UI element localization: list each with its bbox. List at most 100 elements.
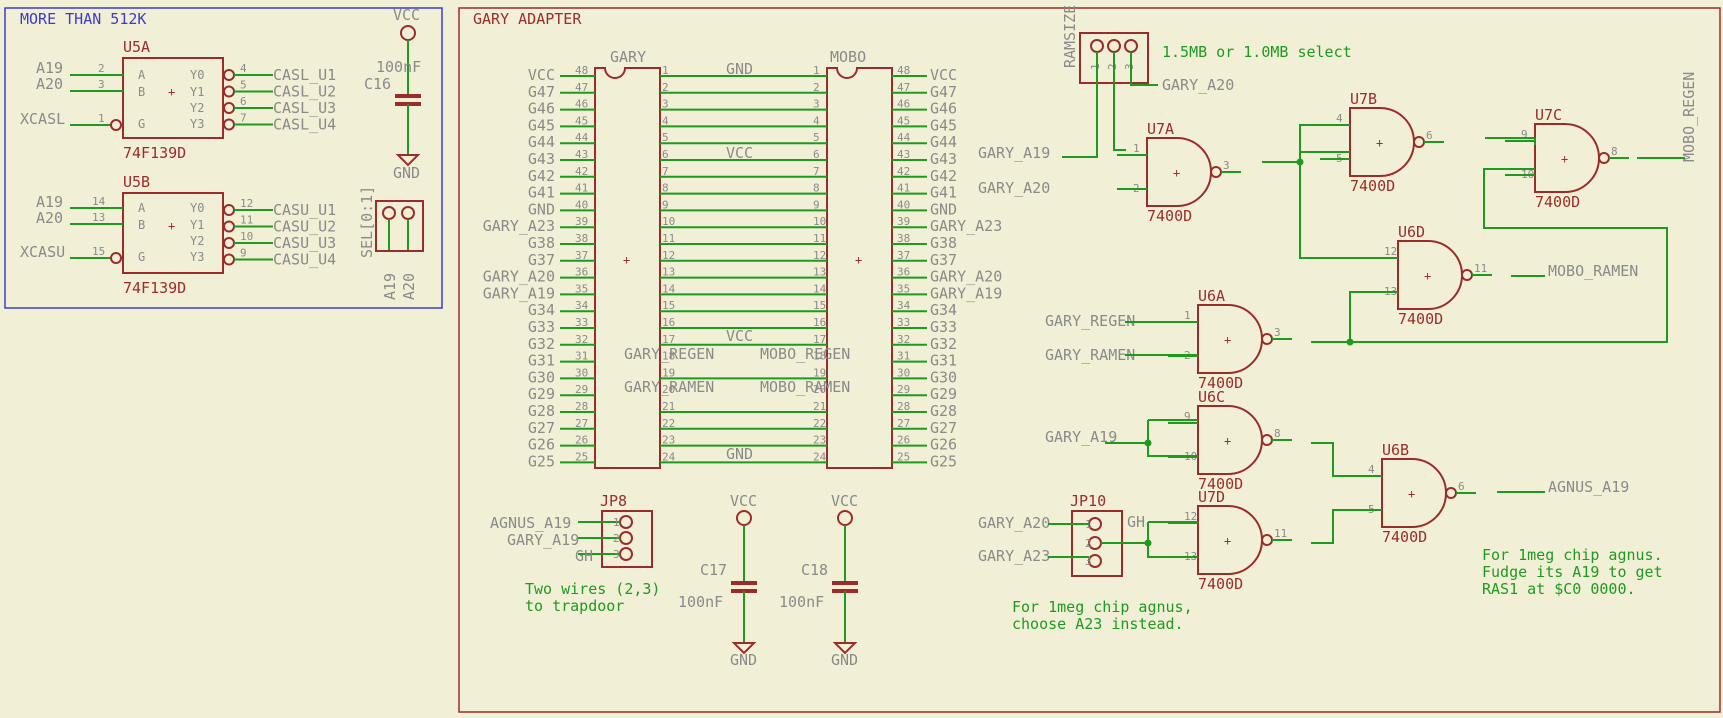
svg-text:22: 22 [813,417,826,430]
svg-text:20: 20 [813,383,826,396]
svg-text:13: 13 [813,266,826,279]
svg-text:A: A [138,201,146,215]
c18-name: C18 [801,561,828,579]
c16-name: C16 [364,75,391,93]
mobo-pin-net: G45 [930,116,957,134]
mobo-pin-net: G38 [930,234,957,252]
svg-text:+: + [168,219,175,233]
note-ramsize: 1.5MB or 1.0MB select [1162,43,1352,61]
svg-text:11: 11 [1474,262,1487,275]
svg-text:29: 29 [897,383,910,396]
svg-text:Y1: Y1 [190,218,204,232]
svg-text:1: 1 [98,112,105,125]
svg-text:7: 7 [662,165,669,178]
svg-text:25: 25 [897,450,910,463]
svg-text:34: 34 [575,299,589,312]
svg-text:15: 15 [662,299,675,312]
svg-text:1: 1 [1133,142,1140,155]
svg-text:18: 18 [813,350,826,363]
svg-text:23: 23 [662,434,675,447]
mobo-pin-net: G32 [930,335,957,353]
svg-text:12: 12 [662,249,675,262]
svg-text:Y3: Y3 [190,117,204,131]
svg-text:46: 46 [575,98,588,111]
decoder-output-net: CASL_U2 [273,83,336,101]
svg-text:9: 9 [240,247,247,260]
svg-text:42: 42 [575,165,588,178]
svg-text:8: 8 [1611,145,1618,158]
mobo-pin-net: G27 [930,419,957,437]
svg-text:+: + [1224,434,1231,448]
mobo-pin-net: G41 [930,184,957,202]
gary-pin-net: G27 [528,419,555,437]
gary-pin-net: G46 [528,100,555,118]
svg-text:+: + [855,253,862,267]
jp8-net-gary-a19: GARY_A19 [507,531,579,549]
svg-text:2: 2 [1085,537,1092,550]
svg-text:6: 6 [240,95,247,108]
svg-text:6: 6 [1426,129,1433,142]
svg-text:31: 31 [575,350,588,363]
svg-text:+: + [1224,333,1231,347]
svg-text:Y2: Y2 [190,101,204,115]
jp8-net-gh: GH [575,547,593,565]
decoder-output-net: CASU_U4 [273,251,336,269]
svg-text:8: 8 [662,182,669,195]
mobo-pin-net: G43 [930,150,957,168]
svg-text:G: G [138,250,145,264]
jumper-ramsize: RAMSIZE 1 2 3 1.5MB or 1.0MB select GARY… [1061,5,1352,94]
svg-text:A: A [138,68,146,82]
svg-text:39: 39 [575,215,588,228]
gate-u6a-value: 7400D [1198,374,1243,392]
ramsize-name: RAMSIZE [1061,5,1079,68]
svg-text:4: 4 [1336,112,1343,125]
jumper-jp8: 123 JP8 AGNUS_A19 GARY_A19 GH Two wires … [490,492,660,615]
svg-text:7: 7 [240,112,247,125]
svg-text:9: 9 [1184,410,1191,423]
svg-text:33: 33 [575,316,588,329]
mid-gary-regen: GARY_REGEN [624,345,714,363]
mobo-pin-net: G30 [930,368,957,386]
svg-text:4: 4 [240,62,247,75]
mobo-pin-net: G29 [930,385,957,403]
ramsize-net-gary-a20: GARY_A20 [1162,76,1234,94]
gary-pin-net: G47 [528,83,555,101]
svg-text:B: B [138,218,145,232]
u5a-in-a19: A19 [36,59,63,77]
svg-text:40: 40 [575,198,588,211]
gate-u7c-value: 7400D [1535,193,1580,211]
mobo-pin-net: VCC [930,66,957,84]
note-jp10-line2: choose A23 instead. [1012,615,1184,633]
svg-text:36: 36 [897,266,910,279]
decoder-output-net: CASU_U2 [273,218,336,236]
gary-pin-net: G33 [528,318,555,336]
gate-u6b-value: 7400D [1382,528,1427,546]
svg-text:3: 3 [813,98,820,111]
svg-text:1: 1 [813,64,820,77]
mobo-pin-net: G33 [930,318,957,336]
frame-gary-adapter [458,7,1721,713]
svg-text:38: 38 [575,232,588,245]
svg-text:16: 16 [662,316,675,329]
gate-u6a-name: U6A [1198,287,1225,305]
c18-value: 100nF [779,593,824,611]
svg-text:13: 13 [92,211,105,224]
svg-text:15: 15 [813,299,826,312]
svg-text:21: 21 [662,400,675,413]
gary-pin-net: G31 [528,352,555,370]
svg-text:37: 37 [897,249,910,262]
mobo-pin-net: G42 [930,167,957,185]
svg-text:38: 38 [897,232,910,245]
svg-text:7: 7 [813,165,820,178]
gary-pin-net: VCC [528,66,555,84]
note-jp8-line2: to trapdoor [525,597,624,615]
svg-text:14: 14 [92,195,106,208]
svg-text:1: 1 [1089,63,1102,70]
svg-text:12: 12 [1184,510,1197,523]
